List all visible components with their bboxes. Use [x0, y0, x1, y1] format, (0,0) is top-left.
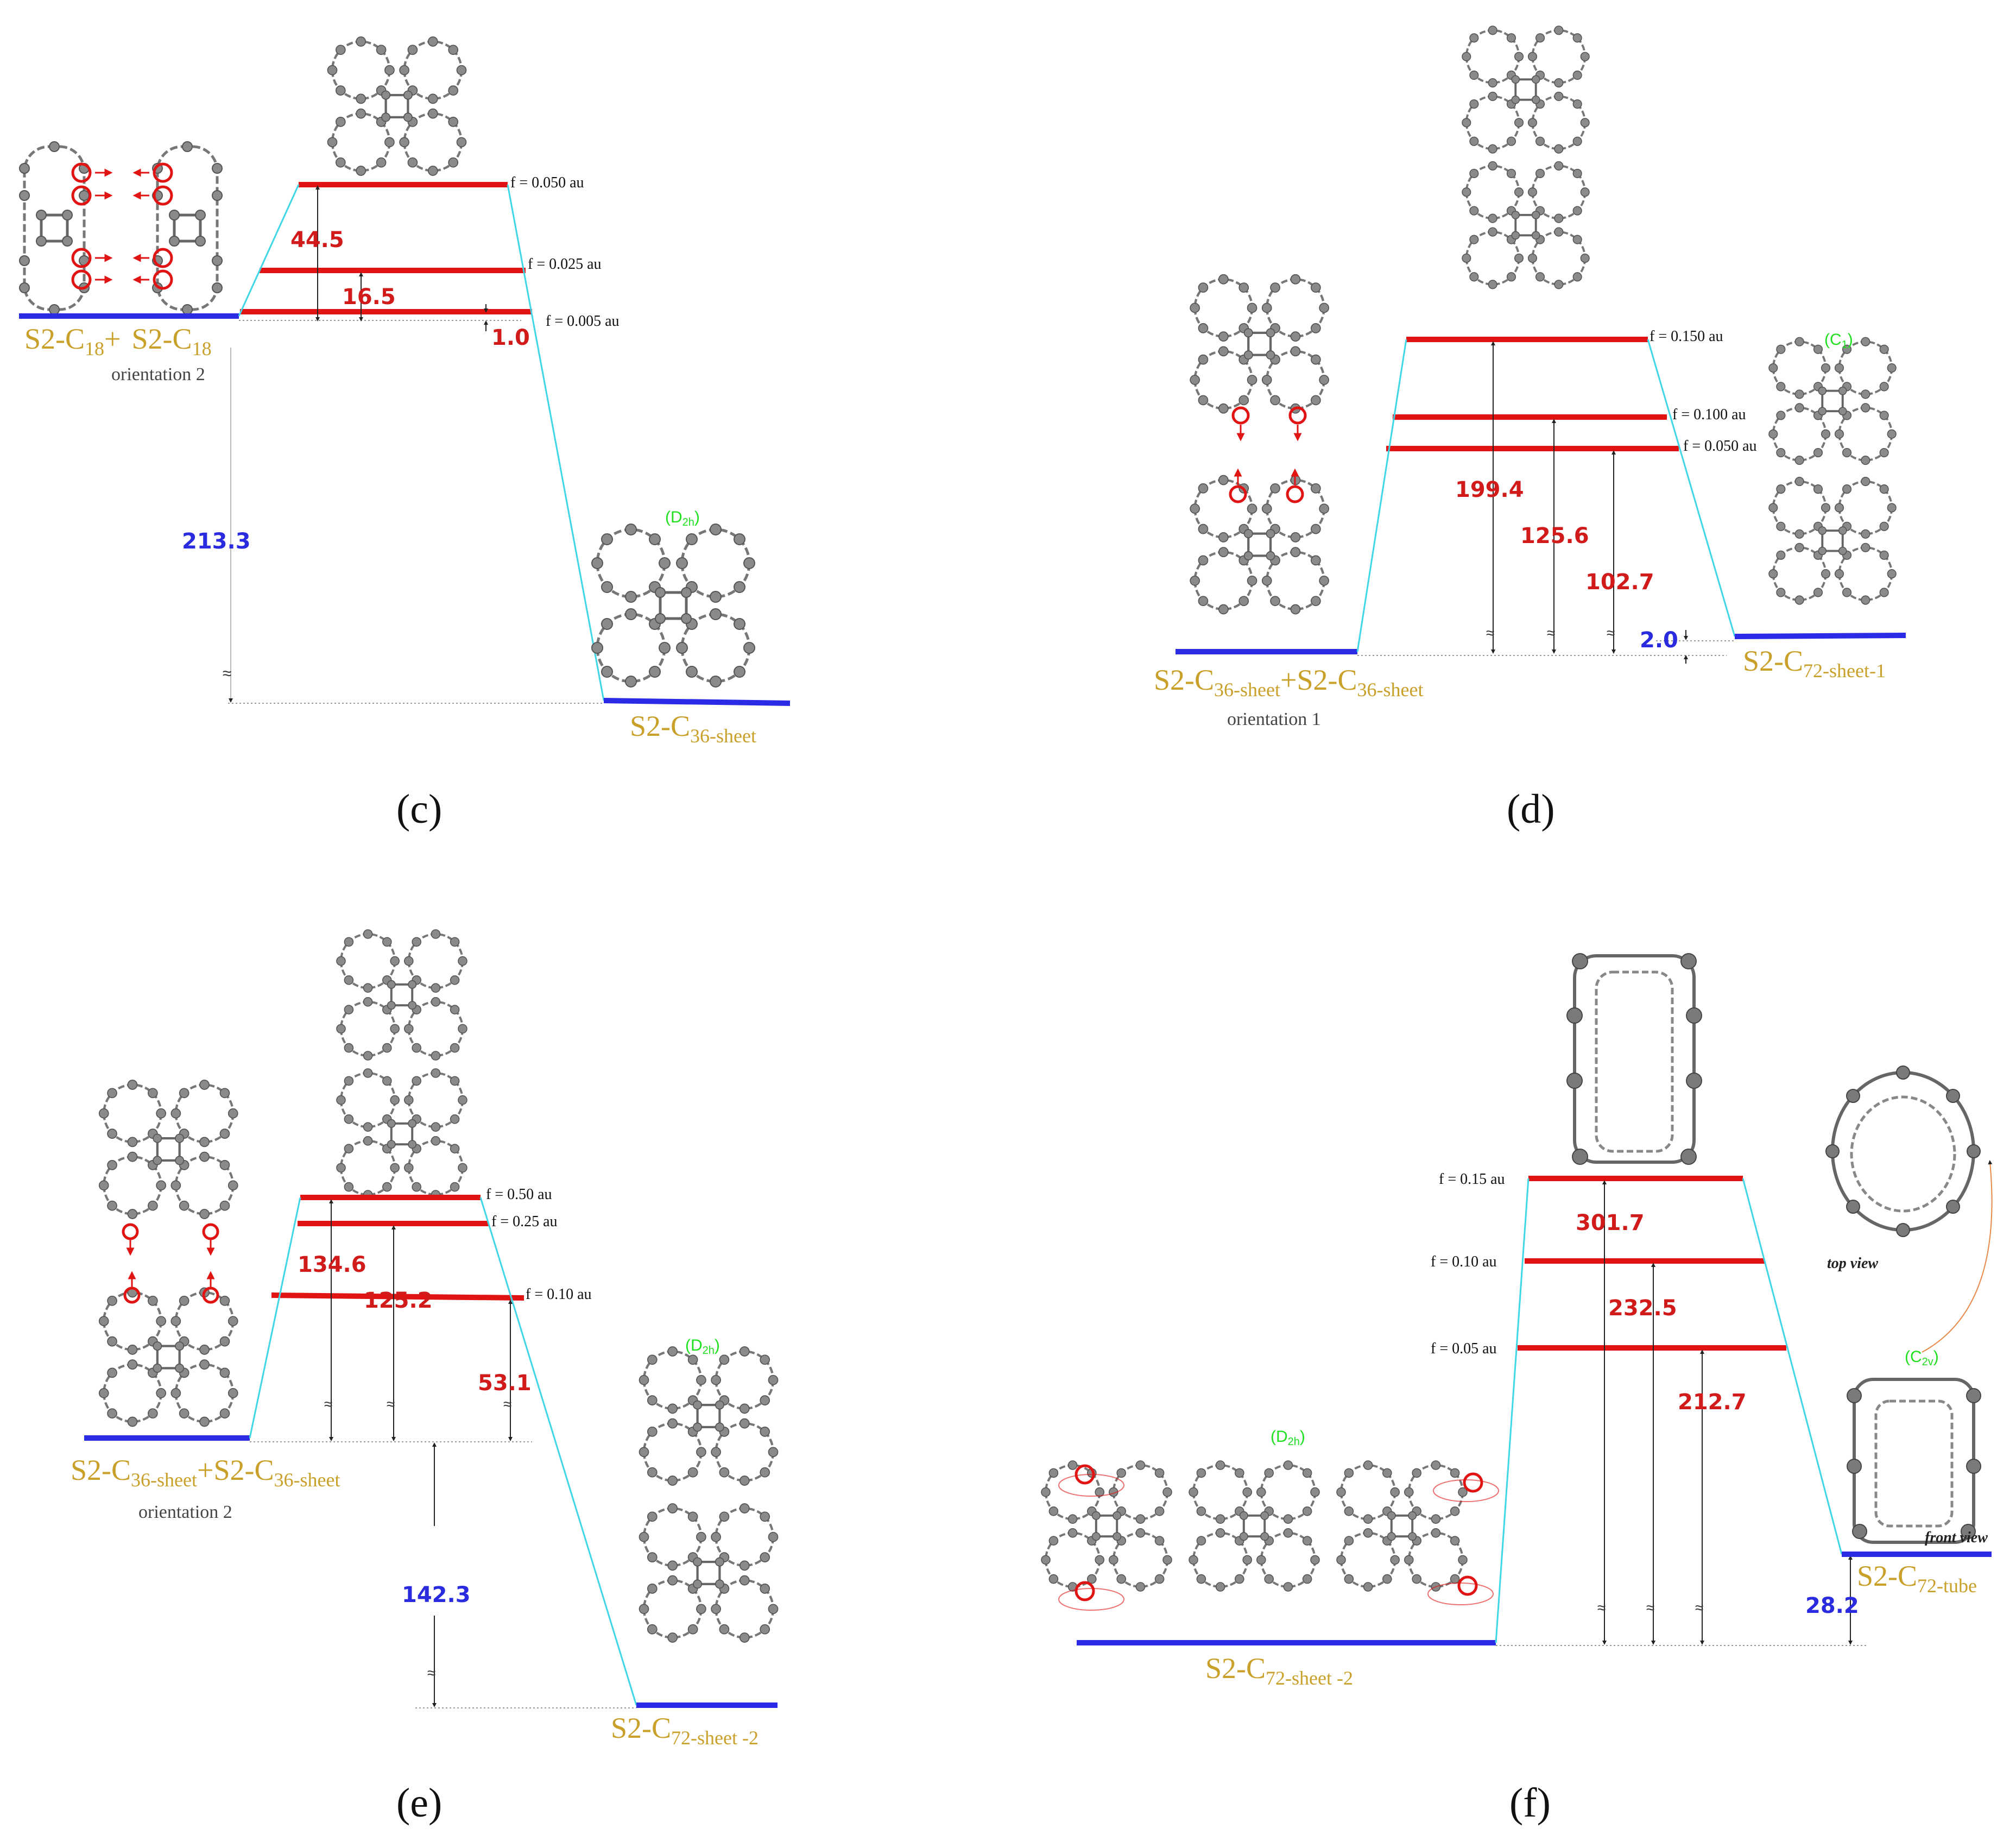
symmetry-c: (D2h): [665, 508, 700, 528]
orientation-e: orientation 2: [138, 1502, 232, 1522]
product-label-c: S2-C36-sheet: [630, 710, 756, 747]
reactant-molecule-f: [1041, 1461, 1467, 1591]
product-top-view-f: [1825, 1065, 1981, 1237]
svg-text:≈: ≈: [1646, 1599, 1654, 1616]
f-value-f-3: f = 0.05 au: [1431, 1340, 1497, 1357]
panel-d: S2-C36-sheet+S2-C36-sheet orientation 1 …: [1154, 26, 1906, 832]
svg-text:≈: ≈: [1547, 625, 1555, 641]
svg-text:≈: ≈: [1597, 1599, 1606, 1616]
f-value-e-3: f = 0.10 au: [526, 1286, 592, 1303]
barrier-c-2: 16.5: [342, 285, 396, 310]
f-value-f-1: f = 0.15 au: [1439, 1171, 1505, 1188]
f-value-d-2: f = 0.100 au: [1672, 406, 1746, 423]
ts-molecule-c: [328, 37, 466, 175]
f-value-e-2: f = 0.25 au: [491, 1213, 558, 1230]
f-value-c-1: f = 0.050 au: [510, 174, 584, 191]
front-view-label: front view: [1925, 1529, 1988, 1546]
reaction-energy-e: 142.3: [402, 1582, 471, 1607]
reaction-energy-f: 28.2: [1805, 1593, 1859, 1618]
symmetry-d: (C1): [1824, 331, 1853, 351]
panel-label-d: (d): [1507, 786, 1555, 832]
product-label-e: S2-C72-sheet -2: [611, 1712, 759, 1749]
svg-text:≈: ≈: [503, 1396, 511, 1412]
ts-molecule-f: [1566, 953, 1702, 1165]
barrier-e-1: 134.6: [298, 1252, 366, 1277]
svg-text:≈: ≈: [427, 1664, 435, 1681]
connectors-d: [1356, 339, 1736, 652]
reactant-label-e: S2-C36-sheet+S2-C36-sheet: [71, 1454, 340, 1491]
panel-label-f: (f): [1509, 1780, 1551, 1826]
energy-arrows-d: [1491, 341, 1688, 664]
reactant-molecules-c: [20, 142, 222, 314]
panel-label-e: (e): [396, 1780, 442, 1826]
product-level-c: [603, 698, 791, 706]
svg-text:≈: ≈: [324, 1396, 332, 1412]
f-value-d-1: f = 0.150 au: [1650, 328, 1723, 345]
barrier-f-2: 232.5: [1608, 1296, 1677, 1321]
barrier-f-1: 301.7: [1576, 1210, 1645, 1235]
f-value-c-2: f = 0.025 au: [528, 256, 602, 273]
reaction-energy-d: 2.0: [1640, 628, 1678, 653]
ts-molecule-e: [337, 930, 467, 1199]
connectors-f: [1495, 1178, 1843, 1643]
barrier-e-2: 125.2: [364, 1288, 433, 1313]
product-molecule-d: [1769, 337, 1896, 604]
f-value-e-1: f = 0.50 au: [486, 1186, 552, 1203]
barrier-c-1: 44.5: [290, 228, 344, 253]
barrier-d-2: 125.6: [1520, 524, 1589, 548]
svg-text:≈: ≈: [1607, 625, 1615, 641]
barrier-f-3: 212.7: [1678, 1390, 1747, 1415]
barrier-e-3: 53.1: [478, 1371, 532, 1396]
barrier-d-3: 102.7: [1585, 570, 1654, 595]
panel-f: (D2h) S2-C72-sheet -2 f = 0.15 au f = 0.…: [1041, 953, 1993, 1826]
svg-text:≈: ≈: [1695, 1599, 1703, 1616]
f-value-f-2: f = 0.10 au: [1431, 1253, 1497, 1270]
energy-arrows-f: [1602, 1180, 1853, 1645]
svg-text:≈: ≈: [223, 665, 231, 683]
reactant-label-c: S2-C18+S2-C18: [24, 323, 212, 360]
energy-arrows-e: [329, 1199, 513, 1707]
product-level-d: [1734, 633, 1906, 639]
energy-arrows-c: [229, 185, 488, 703]
reaction-energy-c: 213.3: [182, 529, 251, 554]
reactant-molecules-d: [1190, 275, 1329, 614]
svg-text:≈: ≈: [387, 1396, 395, 1412]
f-value-d-3: f = 0.050 au: [1683, 438, 1757, 455]
connectors-e: [249, 1197, 637, 1706]
barrier-d-1: 199.4: [1455, 477, 1524, 502]
reactant-symmetry-f: (D2h): [1271, 1428, 1305, 1448]
connectors-c: [238, 184, 605, 701]
reactant-label-f: S2-C72-sheet -2: [1205, 1652, 1353, 1689]
f-value-c-3: f = 0.005 au: [546, 313, 620, 330]
panel-label-c: (c): [396, 786, 442, 832]
barrier-c-3: 1.0: [491, 325, 530, 350]
product-front-view-f: [1847, 1378, 1981, 1544]
product-molecule-c: [592, 524, 755, 687]
reactant-molecules-e: [99, 1080, 238, 1427]
orientation-c: orientation 2: [111, 364, 205, 384]
orientation-d: orientation 1: [1227, 709, 1321, 729]
ts-molecule-d: [1462, 26, 1589, 289]
top-view-label: top view: [1827, 1255, 1878, 1272]
product-molecule-e: [640, 1347, 778, 1642]
product-label-f: S2-C72-tube: [1857, 1560, 1977, 1597]
svg-text:≈: ≈: [1486, 625, 1494, 641]
panel-e: S2-C36-sheet+S2-C36-sheet orientation 2 …: [71, 930, 778, 1826]
symmetry-e: (D2h): [685, 1336, 720, 1357]
product-label-d: S2-C72-sheet-1: [1743, 645, 1886, 682]
ts-level-e-3: [271, 1292, 524, 1301]
panel-c: S2-C18+S2-C18 orientation 2 f = 0.050 au…: [19, 37, 791, 832]
reactant-label-d: S2-C36-sheet+S2-C36-sheet: [1154, 664, 1424, 701]
symmetry-f: (C2v): [1905, 1348, 1939, 1368]
